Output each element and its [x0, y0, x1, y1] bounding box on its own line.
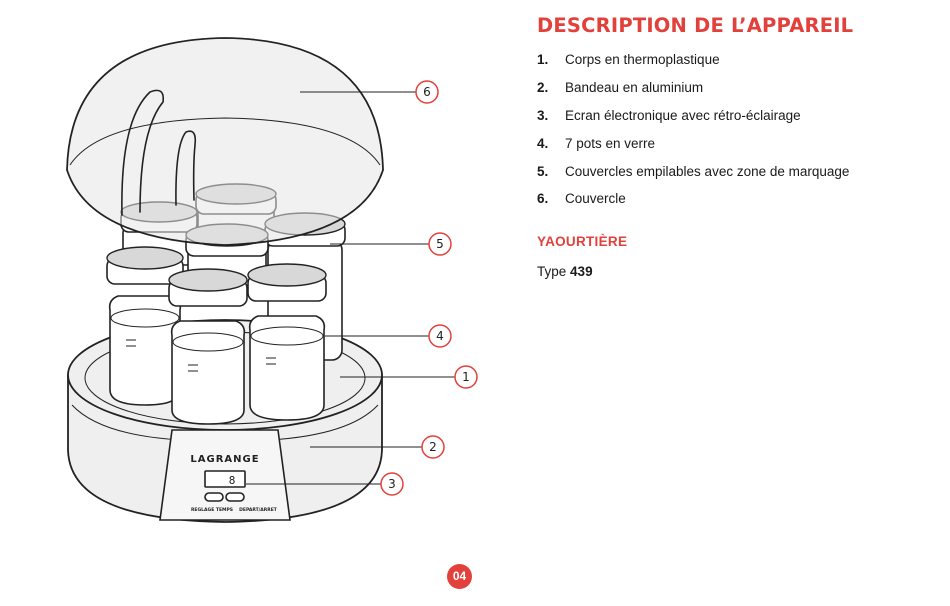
product-type: Type 439 — [537, 264, 593, 279]
callout-1: 1 — [340, 365, 478, 389]
yogurt-maker-illustration: LAGRANGE 8 REGLAGE TEMPS DEPART/ARRET — [66, 37, 478, 523]
product-name: YAOURTIÈRE — [537, 234, 628, 249]
dome-lid — [66, 37, 384, 246]
list-item: 6.Couvercle — [537, 191, 626, 207]
list-item: 3.Ecran électronique avec rétro-éclairag… — [537, 107, 801, 123]
callout-4: 4 — [325, 324, 452, 348]
svg-text:3: 3 — [388, 477, 396, 491]
list-item: 2.Bandeau en aluminium — [537, 80, 704, 96]
parts-list: 1.Corps en thermoplastique 2.Bandeau en … — [537, 46, 849, 213]
callout-3: 3 — [246, 472, 404, 496]
callout-2: 2 — [310, 435, 445, 459]
start-stop-label: DEPART/ARRET — [239, 507, 278, 513]
type-value: 439 — [570, 264, 593, 279]
jar-front-right — [247, 263, 327, 421]
control-panel: LAGRANGE 8 REGLAGE TEMPS DEPART/ARRET — [159, 429, 291, 521]
type-label: Type — [537, 264, 567, 279]
jar-front-middle — [168, 268, 248, 425]
svg-text:5: 5 — [436, 237, 444, 251]
set-time-label: REGLAGE TEMPS — [191, 507, 233, 513]
svg-text:6: 6 — [423, 85, 431, 99]
display-digit: 8 — [229, 474, 236, 487]
jar-front-left — [106, 246, 184, 406]
list-item: 4.7 pots en verre — [537, 135, 656, 151]
callout-6: 6 — [300, 80, 439, 104]
set-time-button — [204, 492, 224, 502]
page-title: DESCRIPTION DE L’APPAREIL — [537, 14, 854, 37]
brand-logo: LAGRANGE — [190, 454, 259, 465]
svg-text:1: 1 — [462, 370, 470, 384]
start-stop-button — [225, 492, 245, 502]
svg-text:4: 4 — [436, 329, 444, 343]
callout-5: 5 — [330, 232, 452, 256]
page-number-badge: 04 — [447, 564, 472, 589]
svg-text:2: 2 — [429, 440, 437, 454]
list-item: 5.Couvercles empilables avec zone de mar… — [537, 163, 850, 179]
list-item: 1.Corps en thermoplastique — [537, 52, 720, 68]
